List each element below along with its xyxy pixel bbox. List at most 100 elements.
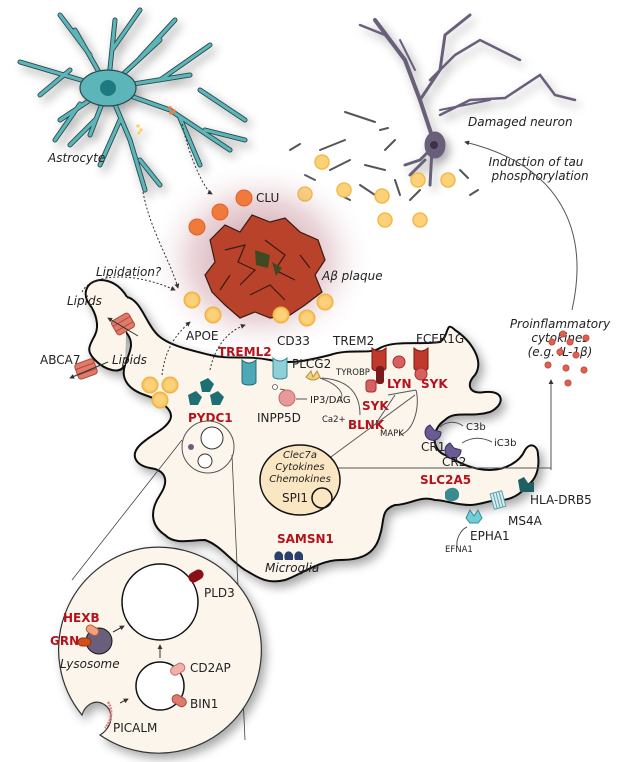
lipids-top-label: Lipids: [67, 294, 102, 308]
astrocyte-to-clu-arrow: [181, 123, 213, 195]
epha1-label: EPHA1: [470, 529, 510, 543]
epha1-receptor: [465, 509, 483, 524]
syk-protein-right: [414, 367, 428, 381]
ms4a-protein: [489, 490, 507, 510]
fcer1g-label: FCER1G: [416, 332, 464, 346]
cr1-receptor: [424, 424, 442, 441]
apoe-secretion-arrow-2: [209, 323, 246, 371]
efna1-label: EFNA1: [445, 545, 473, 555]
ic3b-label: iC3b: [494, 438, 516, 449]
zoom-line-left: [71, 439, 183, 581]
slc2a5-protein: [445, 487, 460, 502]
cd2ap-label: CD2AP: [190, 661, 231, 675]
cr1-label: CR1: [421, 440, 445, 454]
picalm-protein: [104, 701, 113, 729]
nucleolus: [311, 487, 333, 509]
pydc1-protein: [188, 378, 224, 405]
ms4a-label: MS4A: [508, 514, 543, 528]
tau-induction-label-1: Induction of tau: [489, 155, 584, 169]
vesicle-inset-small: [181, 420, 235, 474]
lysosome-label: Lysosome: [60, 657, 120, 671]
inpp5d-protein: [278, 389, 296, 407]
tau-induction-arrow: [464, 140, 578, 311]
inpp5d-label: INPP5D: [257, 411, 301, 425]
nucleus-label-clec7a: Clec7a: [283, 450, 317, 461]
cd33-label: CD33: [277, 334, 310, 348]
astrocyte-nucleus: [100, 80, 116, 96]
samsn1-label: SAMSN1: [277, 532, 334, 546]
mapk-label: MAPK: [380, 429, 404, 439]
pld3-protein: [188, 569, 204, 583]
samsn1-protein: [274, 551, 303, 560]
cr2-receptor: [444, 442, 462, 459]
picalm-endocytosis-arrow: [119, 698, 129, 704]
trem2-receptor: [371, 346, 387, 372]
tyrobp-label: TYROBP: [335, 368, 370, 378]
cd33-receptor: [272, 356, 288, 380]
mapk-to-nucleus-line: [319, 394, 416, 466]
lipids-bottom-label: Lipids: [112, 353, 147, 367]
syk-right-label: SYK: [421, 377, 448, 391]
astrocyte-label: Astrocyte: [47, 151, 105, 165]
nucleus-label-cytokines: Cytokines: [275, 462, 324, 473]
syk-protein-left: [365, 379, 377, 393]
ca2-label: Ca2+: [322, 415, 346, 425]
cd33-phospho-icon: [272, 384, 278, 390]
microglia-label: Microglia: [265, 561, 319, 575]
tau-induction-label-2: phosphorylation: [490, 169, 588, 183]
clu-label: CLU: [256, 191, 279, 205]
hla-drb5-label: HLA-DRB5: [530, 493, 592, 507]
pydc1-label: PYDC1: [188, 411, 233, 425]
nucleus-label-chemokines: Chemokines: [269, 474, 331, 485]
cytokine-particles: [544, 330, 590, 387]
spi1-label: SPI1: [282, 491, 308, 505]
apoe-particles: [183, 291, 334, 327]
clu-particles: [188, 189, 253, 236]
lyn-label: LYN: [387, 377, 412, 391]
bin1-label: BIN1: [190, 697, 218, 711]
hexb-label: HEXB: [63, 611, 100, 625]
blnk-label: BLNK: [348, 418, 385, 432]
abca7-label: ABCA7: [40, 353, 80, 367]
treml2-receptor: [241, 358, 257, 386]
intracellular-apoe: [141, 376, 179, 409]
plcg2-protein: [305, 369, 321, 381]
lyn-protein: [392, 355, 406, 369]
bin1-protein: [171, 694, 187, 708]
cd2ap-protein: [170, 662, 186, 676]
abeta-plaque-label: Aβ plaque: [321, 269, 383, 283]
astrocyte-to-plaque-arrow: [142, 191, 180, 289]
abca7-transporter-top: [110, 312, 136, 336]
signaling-line-2: [374, 389, 417, 426]
lipid-efflux-arrow-bottom: [69, 361, 109, 379]
treml2-label: TREML2: [218, 345, 272, 359]
pld3-label: PLD3: [204, 586, 235, 600]
grn-protein: [77, 637, 92, 647]
proinflam-label-2: cytokines: [531, 331, 588, 345]
astrocyte: [17, 7, 248, 193]
nucleus: [259, 444, 341, 516]
plcg2-label: PLCG2: [292, 357, 331, 371]
syk-left-label: SYK: [362, 399, 389, 413]
picalm-label: PICALM: [113, 721, 157, 735]
trem2-label: TREM2: [332, 334, 374, 348]
apoe-secretion-arrow: [161, 321, 191, 376]
hexb-protein: [85, 624, 100, 636]
grn-label: GRN: [50, 634, 79, 648]
lysosome-fusion-arrow: [112, 625, 125, 633]
abeta-plaque: [204, 214, 326, 319]
fcer1g-receptor: [413, 346, 429, 372]
damaged-neuron-label: Damaged neuron: [468, 115, 573, 129]
damaged-neuron: [358, 13, 577, 187]
hla-drb5-protein: [518, 477, 534, 492]
lipidation-arrow: [81, 276, 176, 293]
c3b-label: C3b: [466, 422, 486, 433]
signaling-line-1: [399, 389, 418, 436]
endosome-large: [121, 563, 199, 641]
tyrobp-protein: [376, 366, 384, 384]
slc2a5-label: SLC2A5: [420, 473, 471, 487]
apoe-label: APOE: [186, 329, 218, 343]
lipidation-label: Lipidation?: [96, 265, 162, 279]
cr2-label: CR2: [442, 455, 466, 469]
